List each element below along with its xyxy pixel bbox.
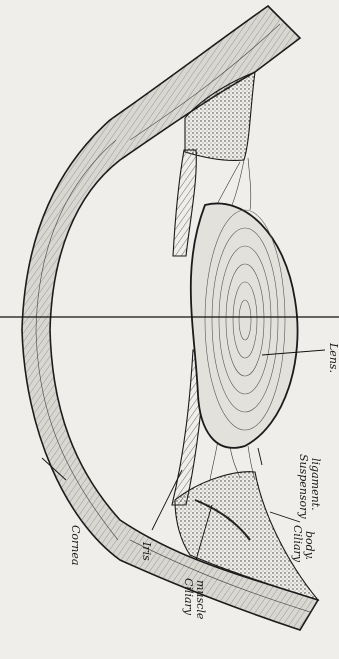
label-lens: Lens. — [327, 342, 339, 373]
label-ciliary-body-line2: body. — [303, 531, 316, 560]
label-suspensory-line2: ligament. — [309, 458, 322, 511]
label-lens-text: Lens. — [327, 342, 339, 373]
label-cornea: Cornea — [69, 525, 82, 565]
label-iris-text: Iris — [140, 541, 153, 561]
label-ciliary-muscle: Ciliary muscle — [182, 578, 207, 620]
label-ciliary-muscle-line1: Ciliary — [182, 578, 195, 616]
label-suspensory-line1: Suspensory — [297, 454, 310, 519]
label-ciliary-body: Ciliary body. — [291, 525, 316, 563]
label-iris: Iris — [140, 541, 153, 561]
label-ciliary-body-line1: Ciliary — [291, 525, 304, 563]
label-cornea-text: Cornea — [69, 525, 82, 565]
label-ciliary-muscle-line2: muscle — [194, 580, 207, 620]
label-suspensory-ligament: Suspensory ligament. — [297, 454, 322, 519]
